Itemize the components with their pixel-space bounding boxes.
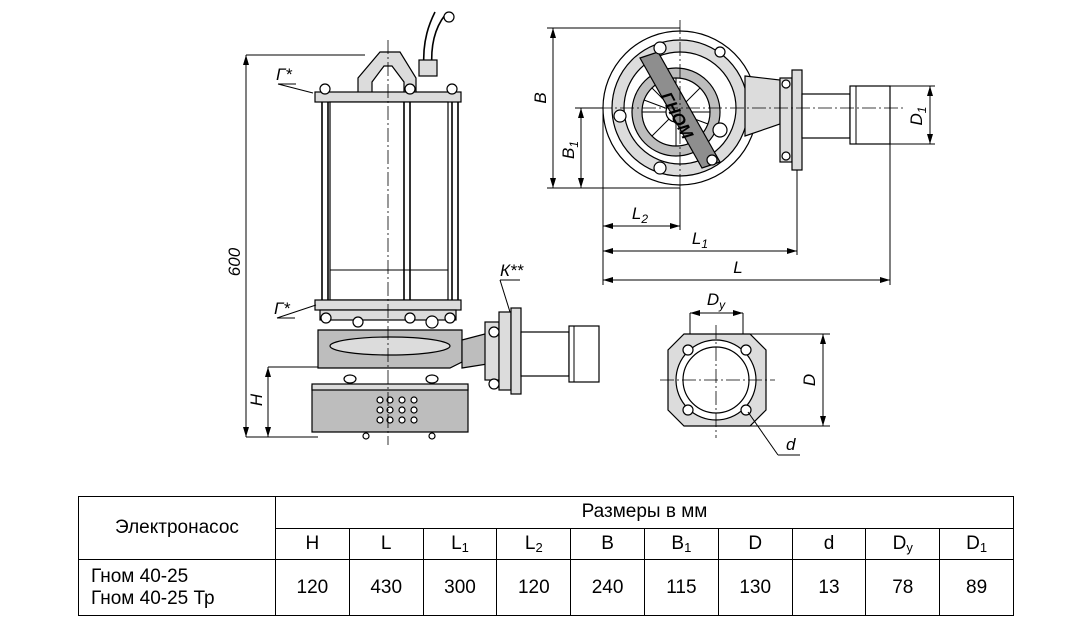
value-l1: 300: [422, 559, 498, 616]
name-header-cell: Электронасос: [78, 496, 276, 560]
height-600-label: 600: [225, 247, 244, 276]
col-l1: L1: [422, 527, 498, 560]
value-d1: 89: [939, 559, 1014, 616]
value-b: 240: [570, 559, 645, 616]
col-h: H: [275, 527, 350, 560]
value-h: 120: [275, 559, 350, 616]
pump-technical-drawing: 600 H: [225, 11, 935, 456]
table-row: Гном 40-25 Гном 40-25 Тр 120 430 300 120…: [78, 559, 1014, 616]
b1-dimension-label: B1: [559, 141, 581, 159]
col-d: D: [717, 527, 793, 560]
plan-view: B B1 ГНОМ: [531, 20, 935, 285]
flange-view: Dy D d: [660, 290, 830, 456]
callout-k: К**: [500, 261, 525, 280]
small-d-label: d: [786, 435, 796, 454]
dimensions-table: Электронасос Размеры в мм H L L1 L2 B B1…: [78, 496, 1014, 616]
group-header-cell: Размеры в мм: [275, 496, 1014, 529]
h-dimension-label: H: [247, 393, 266, 406]
col-l: L: [348, 527, 424, 560]
dy-dimension-label: Dy: [707, 290, 726, 312]
col-small-d: d: [791, 527, 867, 560]
col-dy: Dy: [865, 527, 941, 560]
strainer-holes: [376, 396, 418, 424]
col-b: B: [570, 527, 645, 560]
col-l2: L2: [496, 527, 572, 560]
table-header-row: Электронасос Размеры в мм: [78, 496, 1014, 560]
d1-dimension-label: D1: [907, 107, 929, 126]
value-d: 130: [717, 559, 793, 616]
side-elevation-view: 600 H: [225, 11, 600, 445]
value-l: 430: [348, 559, 424, 616]
d-dimension-label: D: [800, 374, 819, 386]
col-d1: D1: [939, 527, 1014, 560]
value-dy: 78: [865, 559, 941, 616]
value-l2: 120: [496, 559, 572, 616]
l-dimension-label: L: [733, 258, 742, 277]
model-name-2: Гном 40-25 Тр: [91, 587, 215, 609]
col-b1: B1: [643, 527, 719, 560]
model-name-1: Гном 40-25: [91, 565, 189, 587]
column-header-row: H L L1 L2 B B1 D d Dy D1: [79, 527, 1014, 560]
l1-dimension-label: L1: [692, 229, 708, 251]
b-dimension-label: B: [531, 92, 550, 103]
l2-dimension-label: L2: [632, 204, 648, 226]
model-names-cell: Гном 40-25 Гном 40-25 Тр: [78, 559, 276, 616]
value-small-d: 13: [791, 559, 867, 616]
callout-g-top: Г*: [276, 65, 293, 84]
callout-g-bottom: Г*: [274, 299, 291, 318]
value-b1: 115: [643, 559, 719, 616]
